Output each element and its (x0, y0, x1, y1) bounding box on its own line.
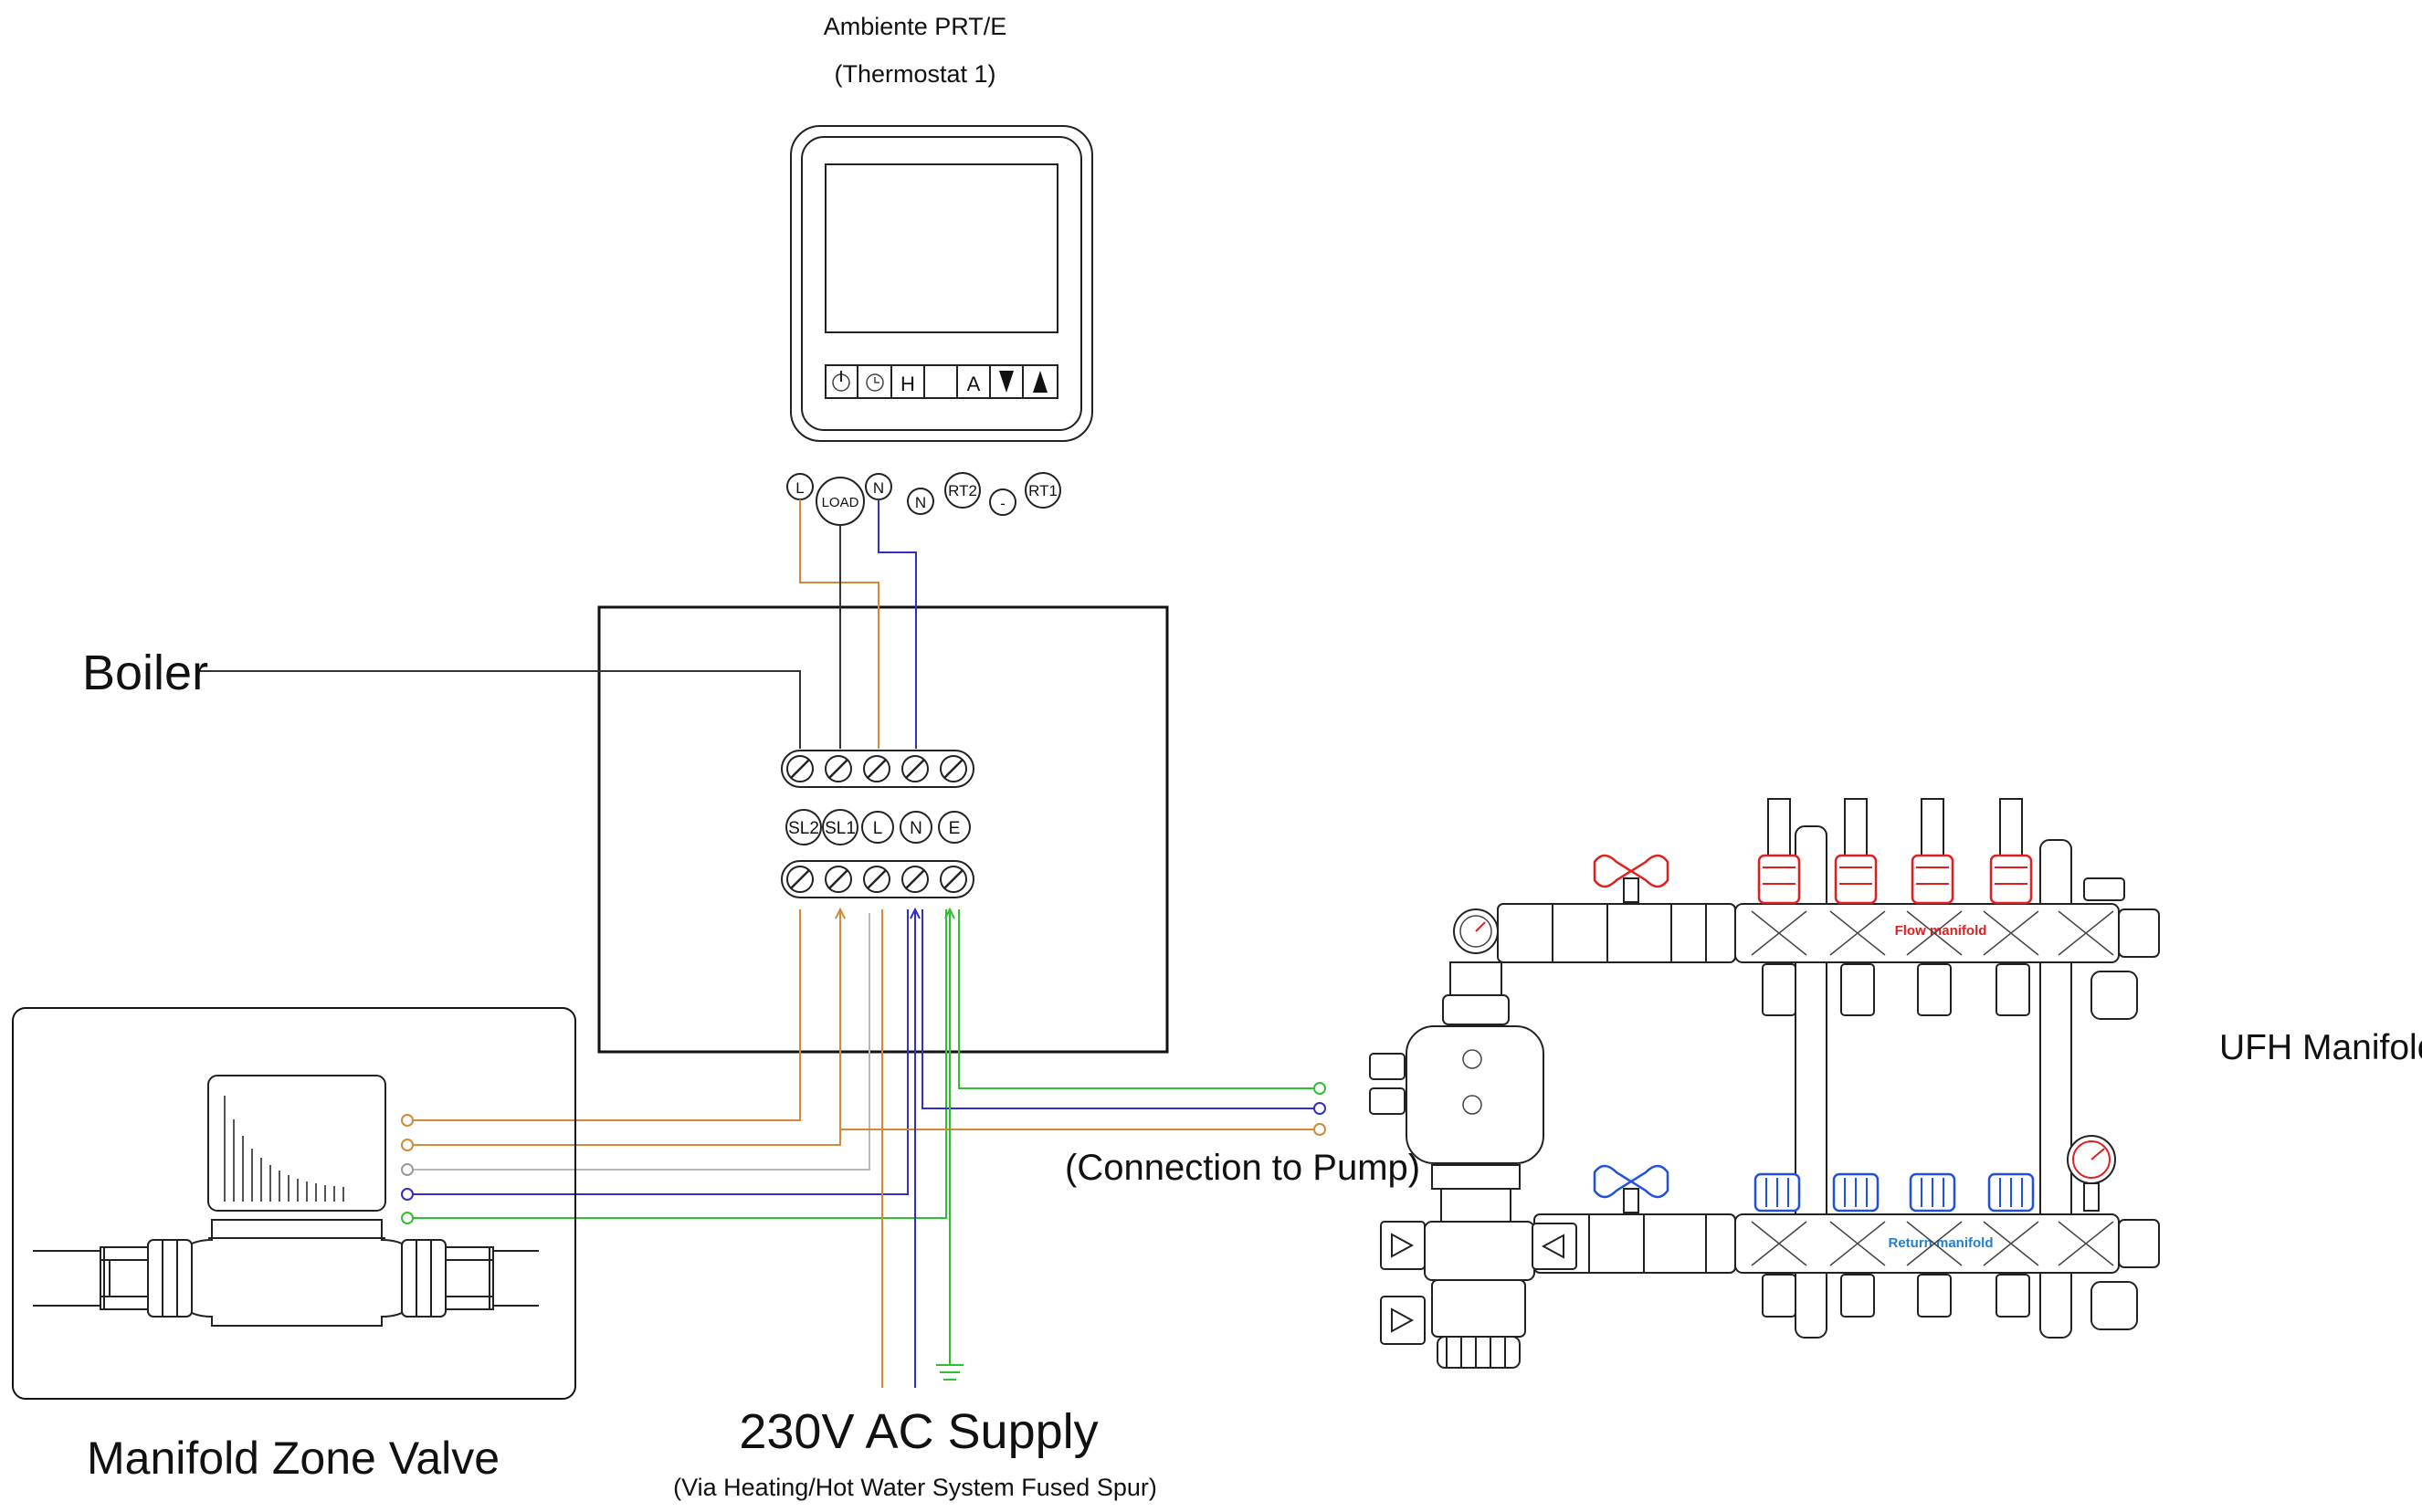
terminal-e: E (949, 819, 961, 838)
thermostat-terminal-rt1: RT1 (1028, 482, 1058, 499)
terminal-labels: SL2 SL1 L N E (785, 809, 971, 845)
flow-outlets (1762, 963, 2030, 1016)
pump-live-wire (839, 913, 1315, 1130)
return-valve-bodies (1751, 1221, 2114, 1266)
pump-connector-icon (1369, 1053, 1406, 1115)
clock-icon (866, 373, 884, 392)
thermostat-terminal-rt2: RT2 (948, 482, 977, 499)
terminal-l: L (873, 819, 883, 838)
wires (199, 499, 1315, 1388)
terminal-sl2: SL2 (788, 819, 819, 838)
return-valve-cap-4 (1987, 1172, 2035, 1213)
power-icon (832, 371, 850, 392)
flow-isolation-valve-handle-icon (1593, 854, 1669, 903)
return-manifold-label: Return manifold (1889, 1235, 1994, 1251)
thermostat-button-a: A (967, 373, 981, 395)
up-arrow-icon (1033, 371, 1048, 393)
zone-valve-panel (12, 1007, 576, 1400)
ufh-manifold-label: UFH Manifold (2219, 1028, 2422, 1067)
thermostat-subtitle: (Thermostat 1) (834, 60, 995, 88)
supply-label: 230V AC Supply (739, 1404, 1098, 1459)
supply-note: (Via Heating/Hot Water System Fused Spur… (673, 1474, 1157, 1501)
thermostat-title: Ambiente PRT/E (824, 13, 1007, 40)
thermostat-button-h: H (900, 373, 915, 395)
return-valve-cap-3 (1909, 1172, 1956, 1213)
pump-neutral-wire (921, 909, 1315, 1109)
flow-meter-2 (1834, 798, 1878, 905)
terminal-block-top (781, 750, 974, 788)
down-arrow-icon (999, 371, 1014, 393)
pressure-gauge-icon (2067, 1135, 2116, 1212)
valve-wire-4 (413, 909, 909, 1195)
return-valve-cap-1 (1753, 1172, 1801, 1213)
pump-earth-wire (958, 909, 1315, 1089)
return-valve-cap-2 (1832, 1172, 1880, 1213)
ufh-manifold: Flow manifold Return manifold (1369, 798, 2160, 1369)
pump-connection-terminals (1313, 1082, 1326, 1136)
thermostat-terminal-l: L (795, 479, 804, 497)
flow-meter-4 (1989, 798, 2033, 905)
zone-valve-label: Manifold Zone Valve (87, 1433, 500, 1484)
pump-label: (Connection to Pump) (1065, 1148, 1420, 1188)
thermostat-button-row: H A (825, 364, 1058, 399)
temperature-gauge-icon (1453, 908, 1499, 954)
earth-symbol-icon (936, 1364, 964, 1381)
thermostat-neutral-wire (878, 499, 917, 749)
terminal-n: N (910, 819, 922, 838)
flow-manifold-label: Flow manifold (1895, 923, 1987, 939)
thermostat: H A (790, 125, 1093, 442)
valve-wire-2 (413, 909, 841, 1146)
return-isolation-valve-handle-icon (1593, 1164, 1669, 1213)
flow-meter-3 (1911, 798, 1954, 905)
thermostat-terminal-n2: N (915, 494, 926, 511)
return-outlets (1762, 1274, 2030, 1318)
pump-head (1406, 1025, 1544, 1164)
valve-wire-5 (413, 909, 947, 1219)
valve-body (172, 1219, 422, 1327)
flow-valve-bodies (1751, 910, 2114, 956)
flow-meter-1 (1757, 798, 1801, 905)
terminal-sl1: SL1 (825, 819, 856, 838)
valve-wire-1 (413, 909, 801, 1121)
terminal-block-bottom (781, 860, 974, 898)
boiler-wire (199, 670, 801, 749)
thermostat-display (825, 163, 1058, 333)
thermostat-terminal-load: LOAD (822, 495, 859, 510)
valve-wire-3 (413, 913, 870, 1171)
thermostat-terminals: L LOAD N N RT2 - RT1 (786, 472, 1061, 526)
circulation-pump (1369, 961, 1577, 1369)
thermostat-terminal-minus: - (1000, 495, 1006, 512)
boiler-label: Boiler (82, 646, 208, 700)
thermostat-terminal-n: N (873, 479, 884, 497)
